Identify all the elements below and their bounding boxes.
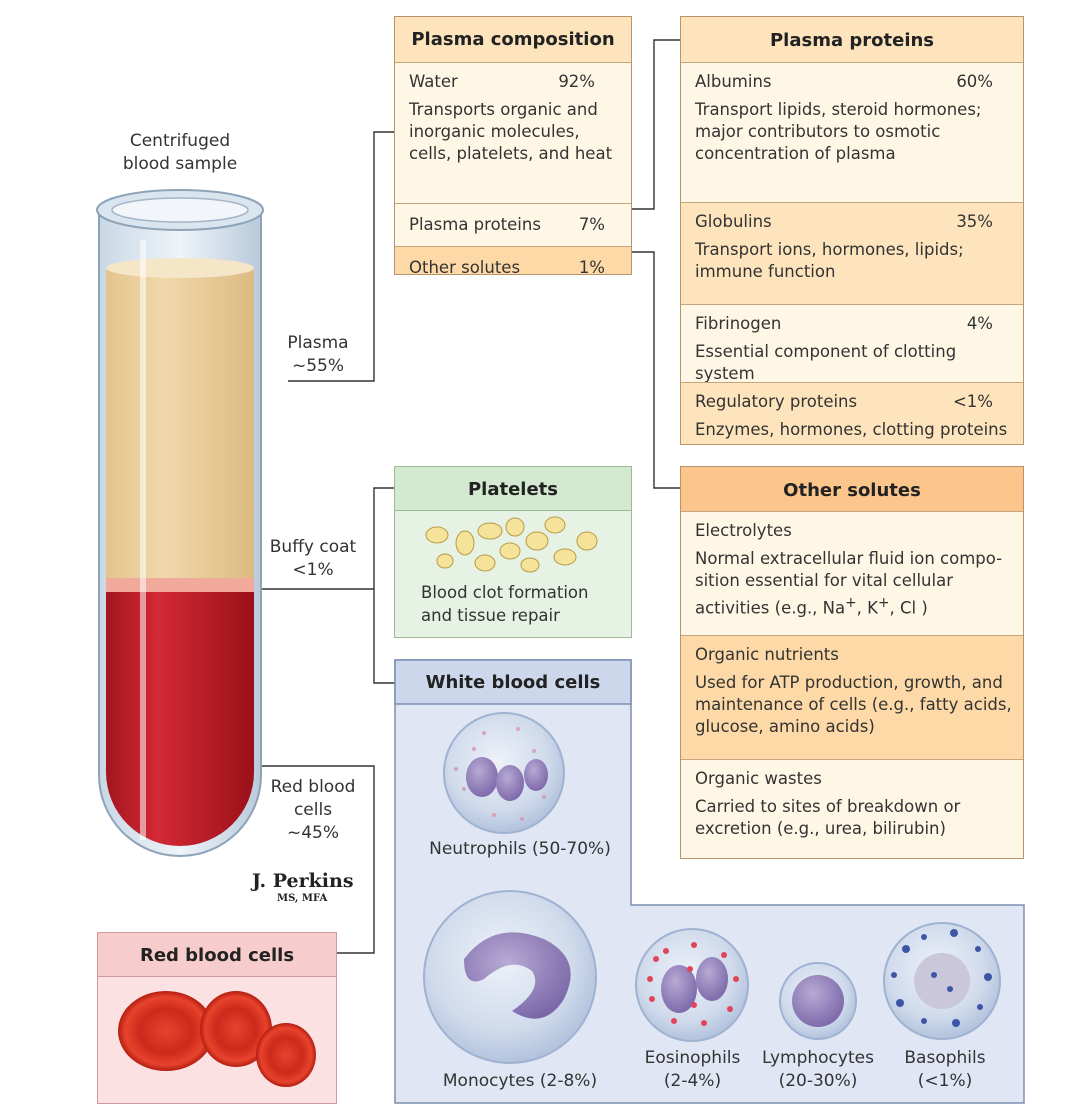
eosinophil-cell [635, 928, 749, 1042]
signature-credentials: MS, MFA [277, 893, 328, 904]
white-blood-cells-title: White blood cells [425, 672, 601, 693]
red-blood-cell [118, 991, 214, 1071]
red-blood-cell [200, 991, 272, 1067]
plasma-connector [288, 131, 405, 382]
monocyte-cell [423, 890, 597, 1064]
platelet [525, 531, 549, 551]
rbc-label: Red blood cells ~45% [270, 777, 356, 843]
other-solutes-title: Other solutes [681, 467, 1023, 511]
platelet [553, 548, 577, 566]
plasma-composition-title: Plasma composition [395, 17, 631, 62]
solute-row-organic-nutrients: Organic nutrients Used for ATP productio… [681, 635, 1023, 759]
lymphocyte-label: Lymphocytes (20-30%) [762, 1048, 874, 1091]
plasma-label: Plasma ~55% [287, 333, 349, 376]
platelet [425, 526, 449, 544]
eosinophil-label: Eosinophils (2-4%) [644, 1048, 741, 1091]
test-tube [96, 189, 264, 857]
red-blood-cells-box: Red blood cells [97, 932, 337, 1104]
rbc-illustration [118, 991, 316, 1087]
signature-name: J. Perkins [252, 870, 354, 892]
platelets-title: Platelets [395, 467, 631, 511]
platelets-description: Blood clot formation and tissue repair [421, 583, 589, 625]
plasma-proteins-title: Plasma proteins [681, 17, 1023, 62]
platelets-box: Platelets Blood clot formation and tissu… [394, 466, 632, 638]
platelet [499, 542, 521, 560]
rbc-layer [106, 592, 254, 846]
platelet [436, 553, 454, 569]
lymphocyte-cell [779, 962, 857, 1040]
white-blood-cells-box [394, 659, 1025, 1104]
protein-row-regulatory: Regulatory proteins<1% Enzymes, hormones… [681, 382, 1023, 444]
platelets-illustration [425, 516, 598, 573]
platelet [505, 517, 525, 537]
red-blood-cells-title: Red blood cells [98, 933, 336, 977]
neutrophil-cell [443, 712, 565, 834]
buffy-coat-label: Buffy coat <1% [269, 537, 357, 580]
platelet [455, 530, 475, 556]
tube-title: Centrifuged blood sample [122, 131, 238, 174]
solute-row-organic-wastes: Organic wastes Carried to sites of break… [681, 759, 1023, 858]
platelet [477, 522, 503, 540]
rbc-connector [240, 765, 375, 954]
other-solutes-box: Other solutes Electrolytes Normal extrac… [680, 466, 1024, 859]
platelet [520, 557, 540, 573]
platelet [544, 516, 566, 534]
red-blood-cell [256, 1023, 316, 1087]
basophil-cell [883, 922, 1001, 1040]
neutrophil-label: Neutrophils (50-70%) [429, 839, 611, 859]
monocyte-label: Monocytes (2-8%) [442, 1071, 598, 1091]
platelet [474, 554, 496, 572]
buffy-coat-layer [106, 578, 254, 592]
basophil-label: Basophils (<1%) [904, 1048, 986, 1091]
platelet [576, 531, 598, 551]
plasma-layer [106, 262, 254, 578]
